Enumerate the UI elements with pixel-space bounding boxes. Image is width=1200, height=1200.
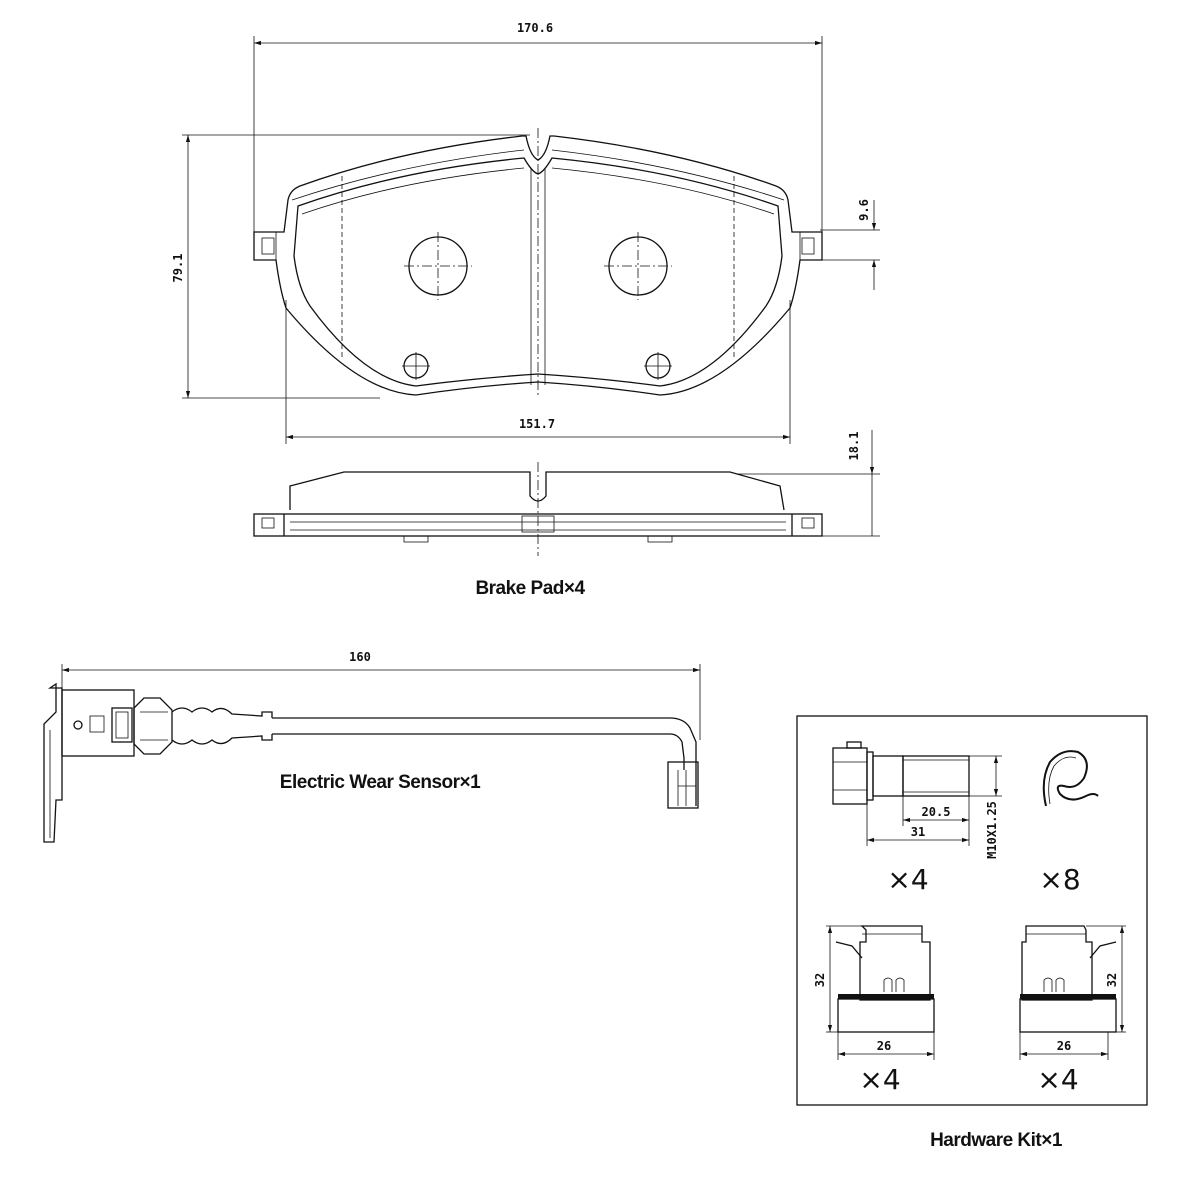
bolt-quantity: ×4 [887, 863, 928, 896]
locator-hole-right [644, 352, 672, 380]
brake-pad-side-view: 18.1 [253, 430, 880, 556]
brake-pad-front-view: 170.6 79.1 9.6 [171, 21, 880, 444]
spring-quantity: ×8 [1039, 863, 1080, 896]
dim-total-width: 170.6 [517, 21, 553, 35]
wear-sensor-drawing: 160 [43, 650, 701, 843]
clip-right-dim-height: 32 [1105, 973, 1119, 987]
clip-left-dim-height: 32 [813, 973, 827, 987]
backing-plate-outline [253, 135, 823, 396]
clip-right-dim-width: 26 [1057, 1039, 1071, 1053]
bolt-dim-thread: 20.5 [922, 805, 951, 819]
bolt-dim-spec: M10X1.25 [985, 801, 999, 859]
abutment-clip-left: 32 26 [813, 925, 935, 1060]
clip-right-quantity: ×4 [1037, 1063, 1078, 1096]
clip-left-dim-width: 26 [877, 1039, 891, 1053]
dim-sensor-length: 160 [349, 650, 371, 664]
dim-thickness: 18.1 [847, 432, 861, 461]
hardware-kit-caption: Hardware Kit×1 [930, 1130, 1063, 1151]
dim-height: 79.1 [171, 254, 185, 283]
sensor-caption: Electric Wear Sensor×1 [280, 772, 481, 793]
dim-tab-height: 9.6 [857, 199, 871, 221]
abutment-clip-right: 32 26 [1019, 925, 1126, 1060]
brake-pad-caption: Brake Pad×4 [475, 578, 585, 599]
spring-clip-drawing [1042, 750, 1099, 807]
piston-circle-right [604, 232, 672, 300]
bolt-drawing: 20.5 31 M10X1.25 [832, 741, 1002, 859]
locator-hole-left [402, 352, 430, 380]
piston-circle-left [404, 232, 472, 300]
bolt-dim-length: 31 [911, 825, 925, 839]
hardware-kit-box [796, 715, 1148, 1106]
dim-pad-width: 151.7 [519, 417, 555, 431]
clip-left-quantity: ×4 [859, 1063, 900, 1096]
friction-material-outline [293, 157, 783, 387]
